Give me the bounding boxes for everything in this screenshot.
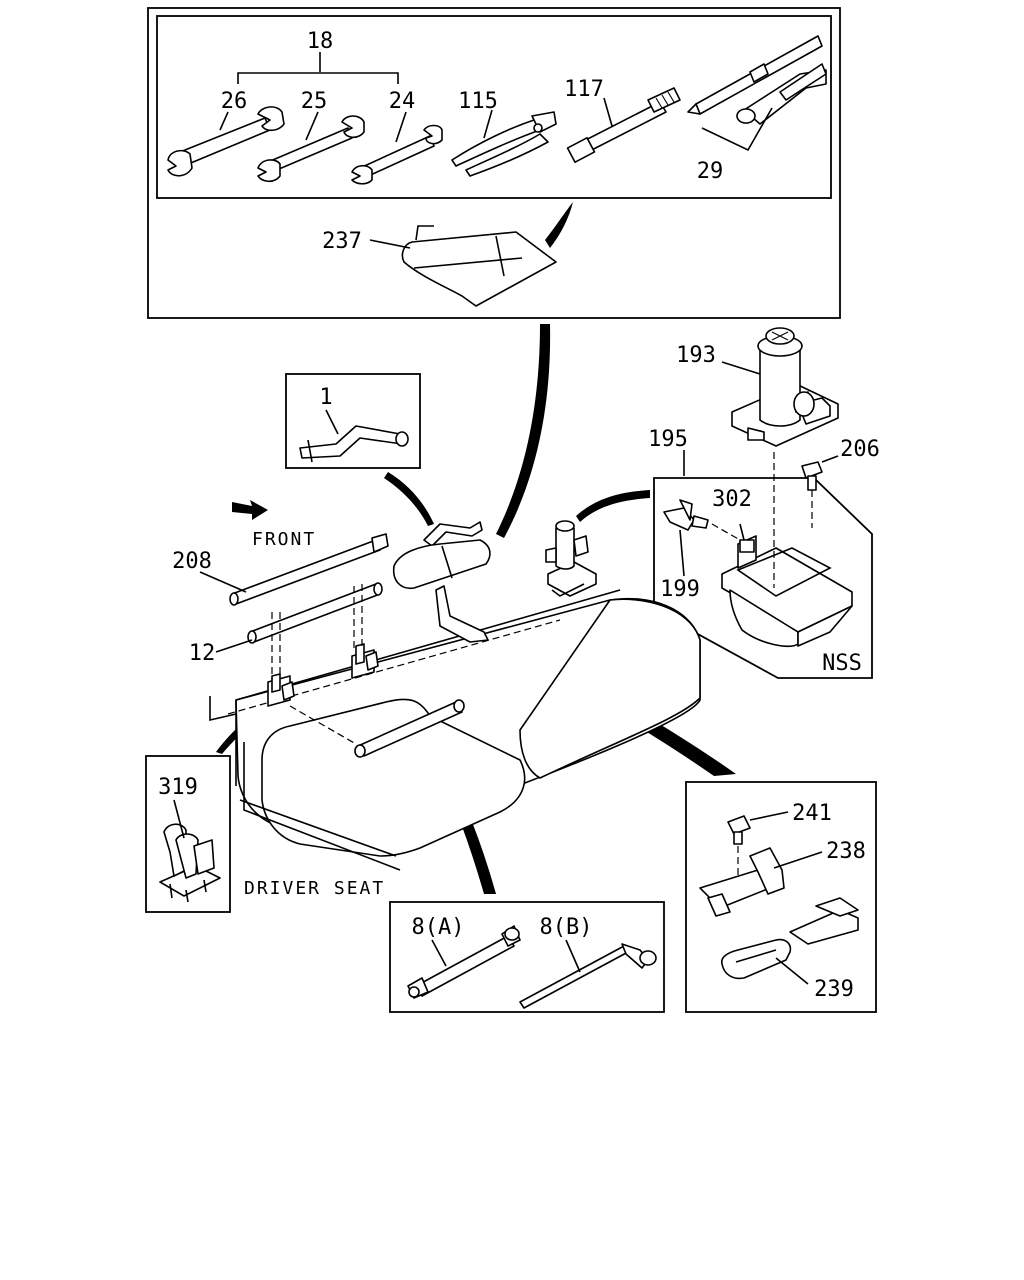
rod-12-illustration: [215, 582, 383, 653]
wheel-wrench-box: [389, 901, 665, 1013]
callout-1: 1: [319, 385, 332, 410]
spanner-24-illustration: [351, 111, 443, 185]
spanner-25-illustration: [257, 111, 365, 183]
callout-8b: 8(B): [540, 915, 593, 940]
spanner-26-illustration: [167, 106, 285, 177]
tool-bag-237-illustration: [369, 202, 573, 307]
wheel-brace-29-illustration: [687, 35, 827, 152]
clip-319-box: [145, 755, 231, 913]
front-label: FRONT: [252, 529, 316, 550]
callout-115: 115: [458, 89, 498, 114]
wing-nut-199-illustration: [663, 499, 709, 577]
jack-on-seat-illustration: [545, 520, 597, 597]
clip-left-illustration: [267, 673, 295, 707]
callout-241: 241: [792, 801, 832, 826]
callout-8a: 8(A): [412, 915, 465, 940]
front-arrow-icon: [232, 500, 268, 520]
bolt-241-illustration: [727, 811, 789, 880]
bracket-box: [685, 781, 877, 1013]
callout-239: 239: [814, 977, 854, 1002]
nss-label: NSS: [822, 651, 862, 676]
callout-18: 18: [307, 29, 334, 54]
strap-239-illustration: [720, 938, 809, 985]
pliers-115-illustration: [451, 109, 557, 177]
callout-199: 199: [660, 577, 700, 602]
jack-assembly: [653, 327, 873, 679]
callout-29: 29: [697, 159, 724, 184]
tool-kit-panel: [147, 7, 841, 319]
seat-assembly: [199, 520, 701, 871]
rod-208-illustration: [199, 533, 389, 606]
bracket-238-illustration: [699, 847, 823, 917]
plate-illustration: [789, 897, 859, 945]
callout-319: 319: [158, 775, 198, 800]
callout-302: 302: [712, 487, 752, 512]
jack-handle-1-box: [285, 373, 421, 469]
wheel-wrench-8a-illustration: [407, 925, 521, 999]
callout-24: 24: [389, 89, 416, 114]
callout-208: 208: [172, 549, 212, 574]
wheel-wrench-8b-illustration: [519, 939, 657, 1009]
callout-25: 25: [301, 89, 328, 114]
callout-206: 206: [840, 437, 880, 462]
callout-12: 12: [189, 641, 216, 666]
callout-238: 238: [826, 839, 866, 864]
extension-bar-117-illustration: [566, 87, 681, 164]
callout-117: 117: [564, 77, 604, 102]
wheel-brace-rod-illustration: [354, 699, 465, 758]
driver-seat-label: DRIVER SEAT: [244, 878, 385, 899]
leader-18: [237, 52, 399, 84]
jack-193-illustration: [721, 327, 839, 447]
callout-237: 237: [322, 229, 362, 254]
callout-193: 193: [676, 343, 716, 368]
callout-26: 26: [221, 89, 248, 114]
callout-labels: 18 26 25 24 115 117 29 237 193 195 206 3…: [158, 29, 880, 1002]
callout-195: 195: [648, 427, 688, 452]
bolt-206-illustration: [801, 455, 839, 491]
jack-bracket-195-illustration: [721, 523, 853, 648]
clip-right-illustration: [351, 643, 379, 679]
